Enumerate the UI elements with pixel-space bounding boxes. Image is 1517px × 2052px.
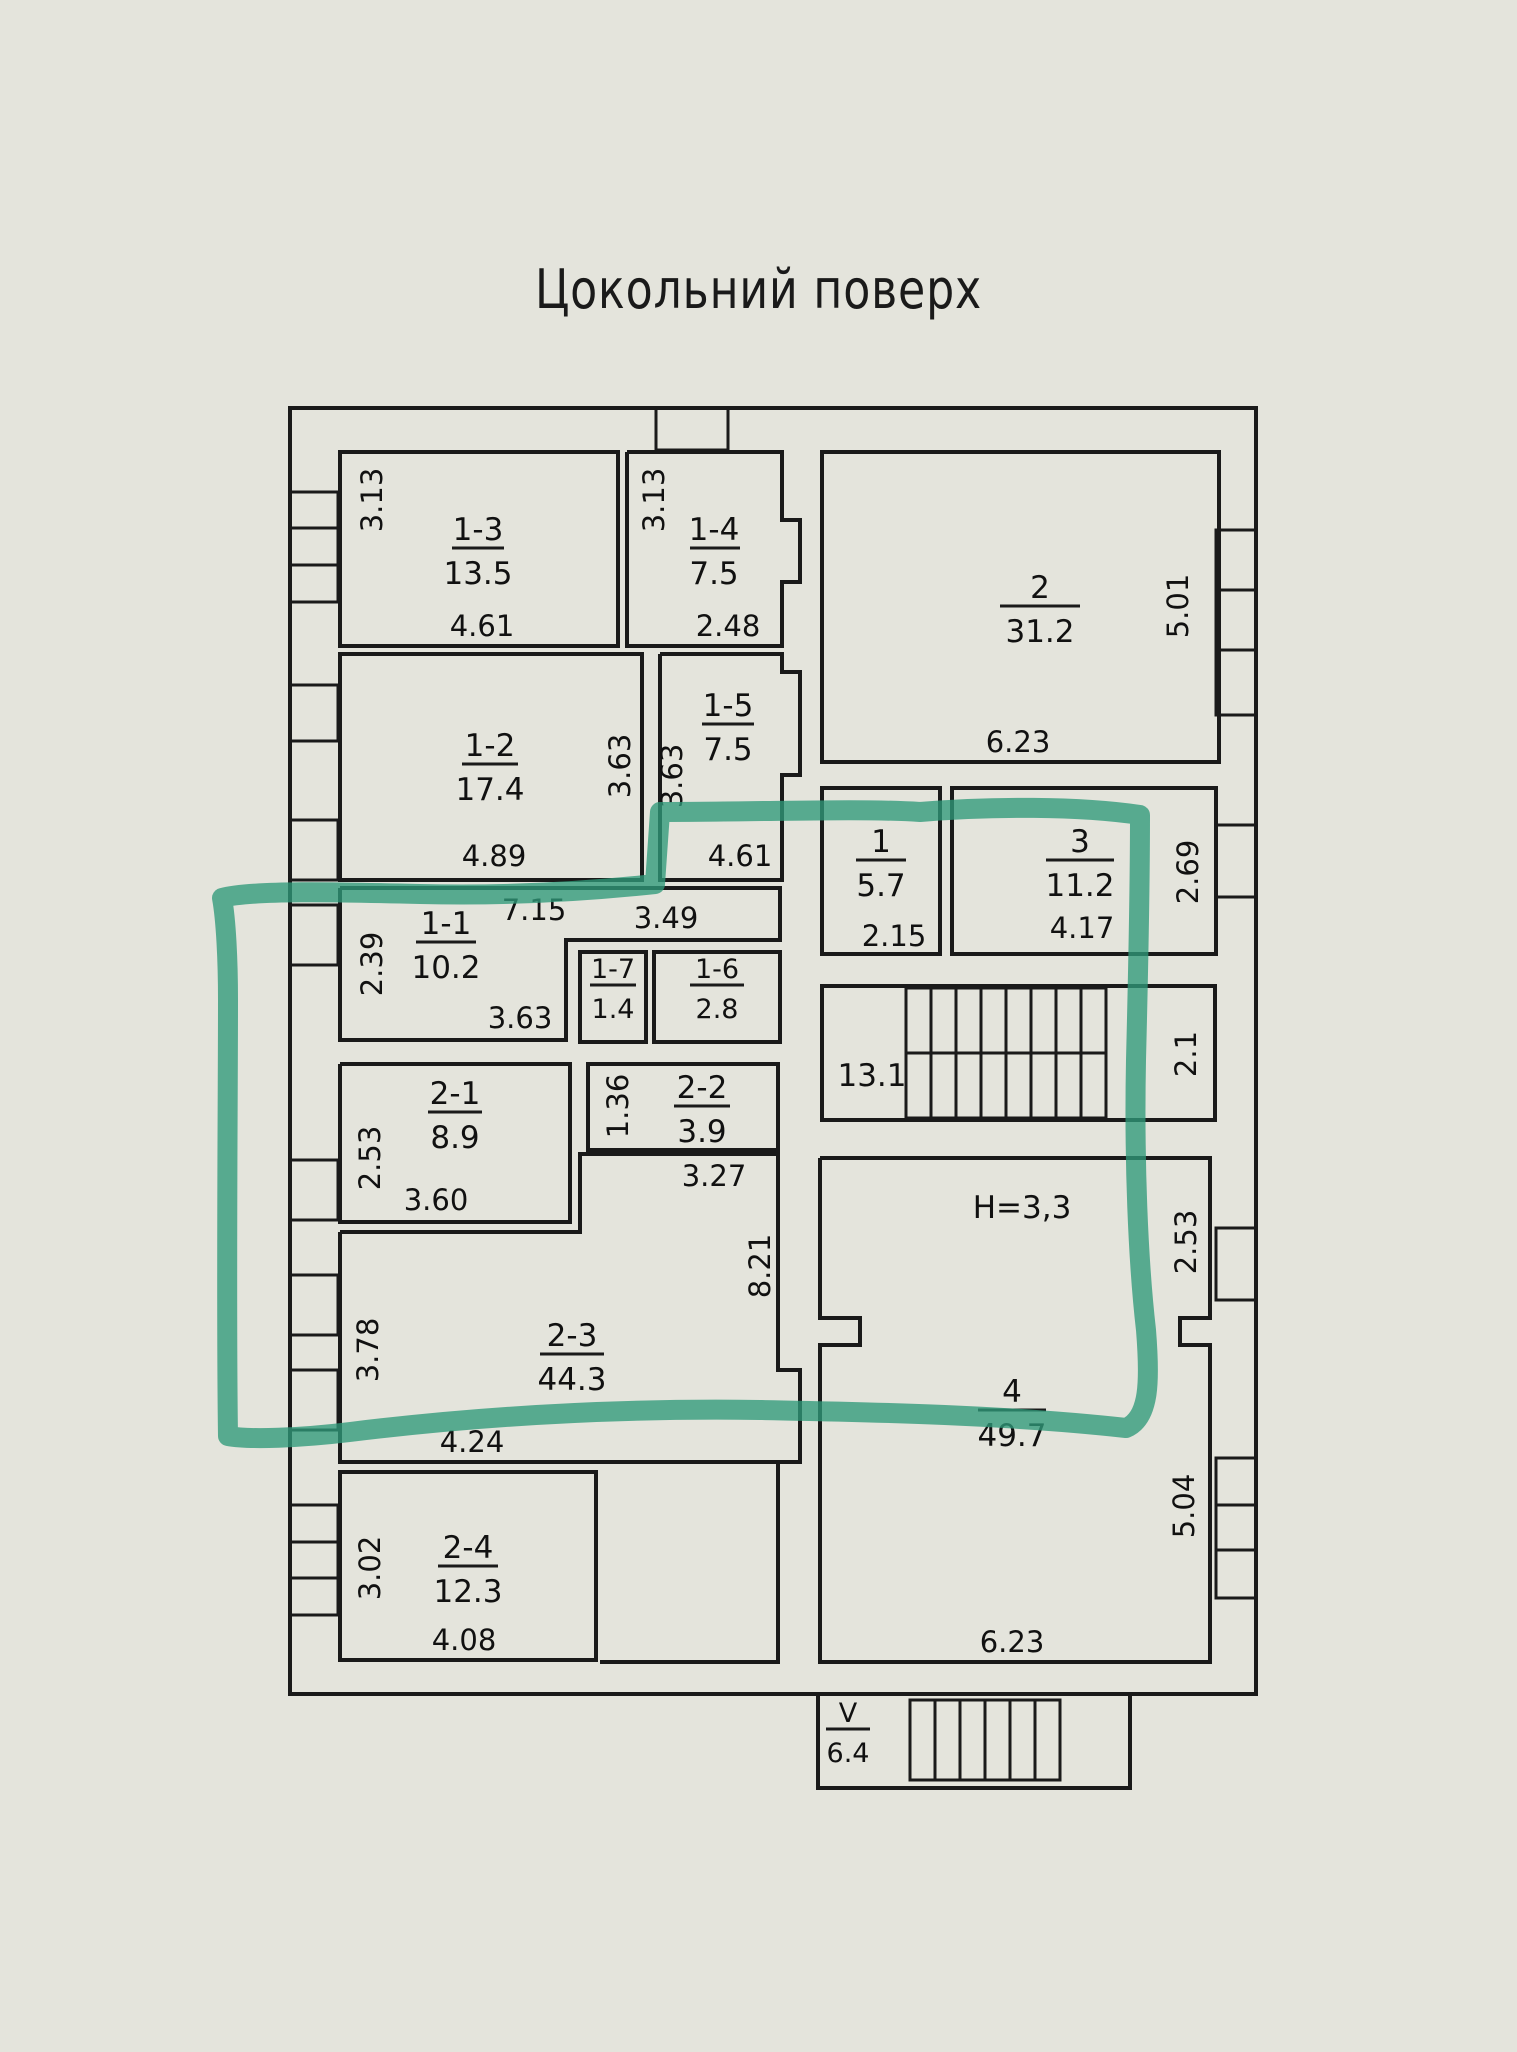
windows-right [1214,528,1258,1600]
dimension: 2.69 [1171,840,1205,905]
dimension: 3.63 [488,1001,553,1035]
room-area: 5.7 [856,868,905,904]
room-2 [820,450,1221,764]
room-id: 2 [1030,570,1050,606]
room-stair [820,984,1217,1122]
room-id: 1-3 [453,512,504,548]
dimension: 4.08 [432,1623,497,1657]
room-id: 1-5 [703,688,754,724]
room-id: 1-2 [465,728,516,764]
dimension: 2.53 [353,1126,387,1191]
dimension: 2.48 [696,609,761,643]
dimension: 3.49 [634,901,699,935]
room-area: 7.5 [703,732,752,768]
room-id: 2-4 [443,1530,494,1566]
dimension: 3.63 [655,744,689,809]
room-1-2 [338,652,644,882]
dimension: 3.02 [353,1536,387,1601]
dimension: 2.1 [1169,1031,1203,1077]
room-labels: 1-3 13.5 1-4 7.5 2 31.2 1-2 17.4 1-5 7.5… [411,512,1114,1769]
room-area: 6.4 [827,1738,870,1769]
dimension: 3.78 [351,1318,385,1383]
dimension: 4.61 [708,839,773,873]
room-area: 3.9 [677,1114,726,1150]
room-id: 3 [1070,824,1090,860]
room-1-3 [338,450,620,648]
room-3 [950,786,1218,956]
room-2-4 [338,1470,598,1662]
room-4 [818,1156,1212,1664]
plan-title: Цокольний поверх [534,258,983,321]
dimension: 3.13 [355,468,389,533]
room-1-5 [658,652,802,882]
dimension: 8.21 [743,1234,777,1299]
dimension: 6.23 [980,1625,1045,1659]
room-area: 10.2 [411,950,480,986]
entrance-annex [816,1694,1132,1790]
dimension: 1.36 [601,1074,635,1139]
room-area: 12.3 [433,1574,502,1610]
room-area: 1.4 [592,994,635,1025]
highlight-outline [212,797,1158,1449]
room-area: 13.5 [443,556,512,592]
dimension: 5.04 [1167,1474,1201,1539]
room-2-3 [338,1152,802,1464]
dimension: 3.60 [404,1183,469,1217]
room-1-4 [625,450,802,648]
room-area: 17.4 [455,772,524,808]
room-2-1 [338,1062,572,1224]
dimension: 3.13 [637,468,671,533]
dimension: 2.53 [1169,1210,1203,1275]
entrance-stair-hatch [908,1698,1062,1782]
room-id: 2-3 [547,1318,598,1354]
room-area: 7.5 [689,556,738,592]
dimension: 6.23 [986,725,1051,759]
dimension: 2.39 [355,932,389,997]
stair-hatch [904,986,1108,1120]
room-area: 2.8 [696,994,739,1025]
room-id: 1-7 [591,954,635,985]
room-1-7 [578,950,648,1044]
room-area: 44.3 [537,1362,606,1398]
dimension: 5.01 [1161,574,1195,639]
room-id: 1-1 [421,906,472,942]
room-area: 31.2 [1005,614,1074,650]
room-id: 2-2 [677,1070,728,1106]
room-id: 1-4 [689,512,740,548]
room-area: 11.2 [1045,868,1114,904]
room-1-1 [338,886,782,1042]
room-1 [820,786,942,956]
window-top [654,406,730,452]
room-id: 4 [1002,1374,1022,1410]
room-id: 2-1 [430,1076,481,1112]
room-1-6 [652,950,782,1044]
dimension: 4.89 [462,839,527,873]
room-2-4-annex [600,1460,780,1664]
dimension: 3.27 [682,1159,747,1193]
room-id: 1-6 [695,954,739,985]
stair-area: 13.1 [837,1058,906,1094]
dimension: 3.63 [603,734,637,799]
room-2-2 [586,1062,780,1152]
room-id: 1 [871,824,891,860]
dimension: 4.61 [450,609,515,643]
room-area: 8.9 [430,1120,479,1156]
dimension: 2.15 [862,919,927,953]
outer-wall [288,406,1258,1696]
ceiling-height: H=3,3 [973,1190,1072,1226]
room-id: V [839,1698,858,1729]
dimension: 4.17 [1050,911,1115,945]
dimension-labels: 3.13 4.61 3.13 2.48 5.01 6.23 3.63 4.89 … [351,468,1205,1659]
